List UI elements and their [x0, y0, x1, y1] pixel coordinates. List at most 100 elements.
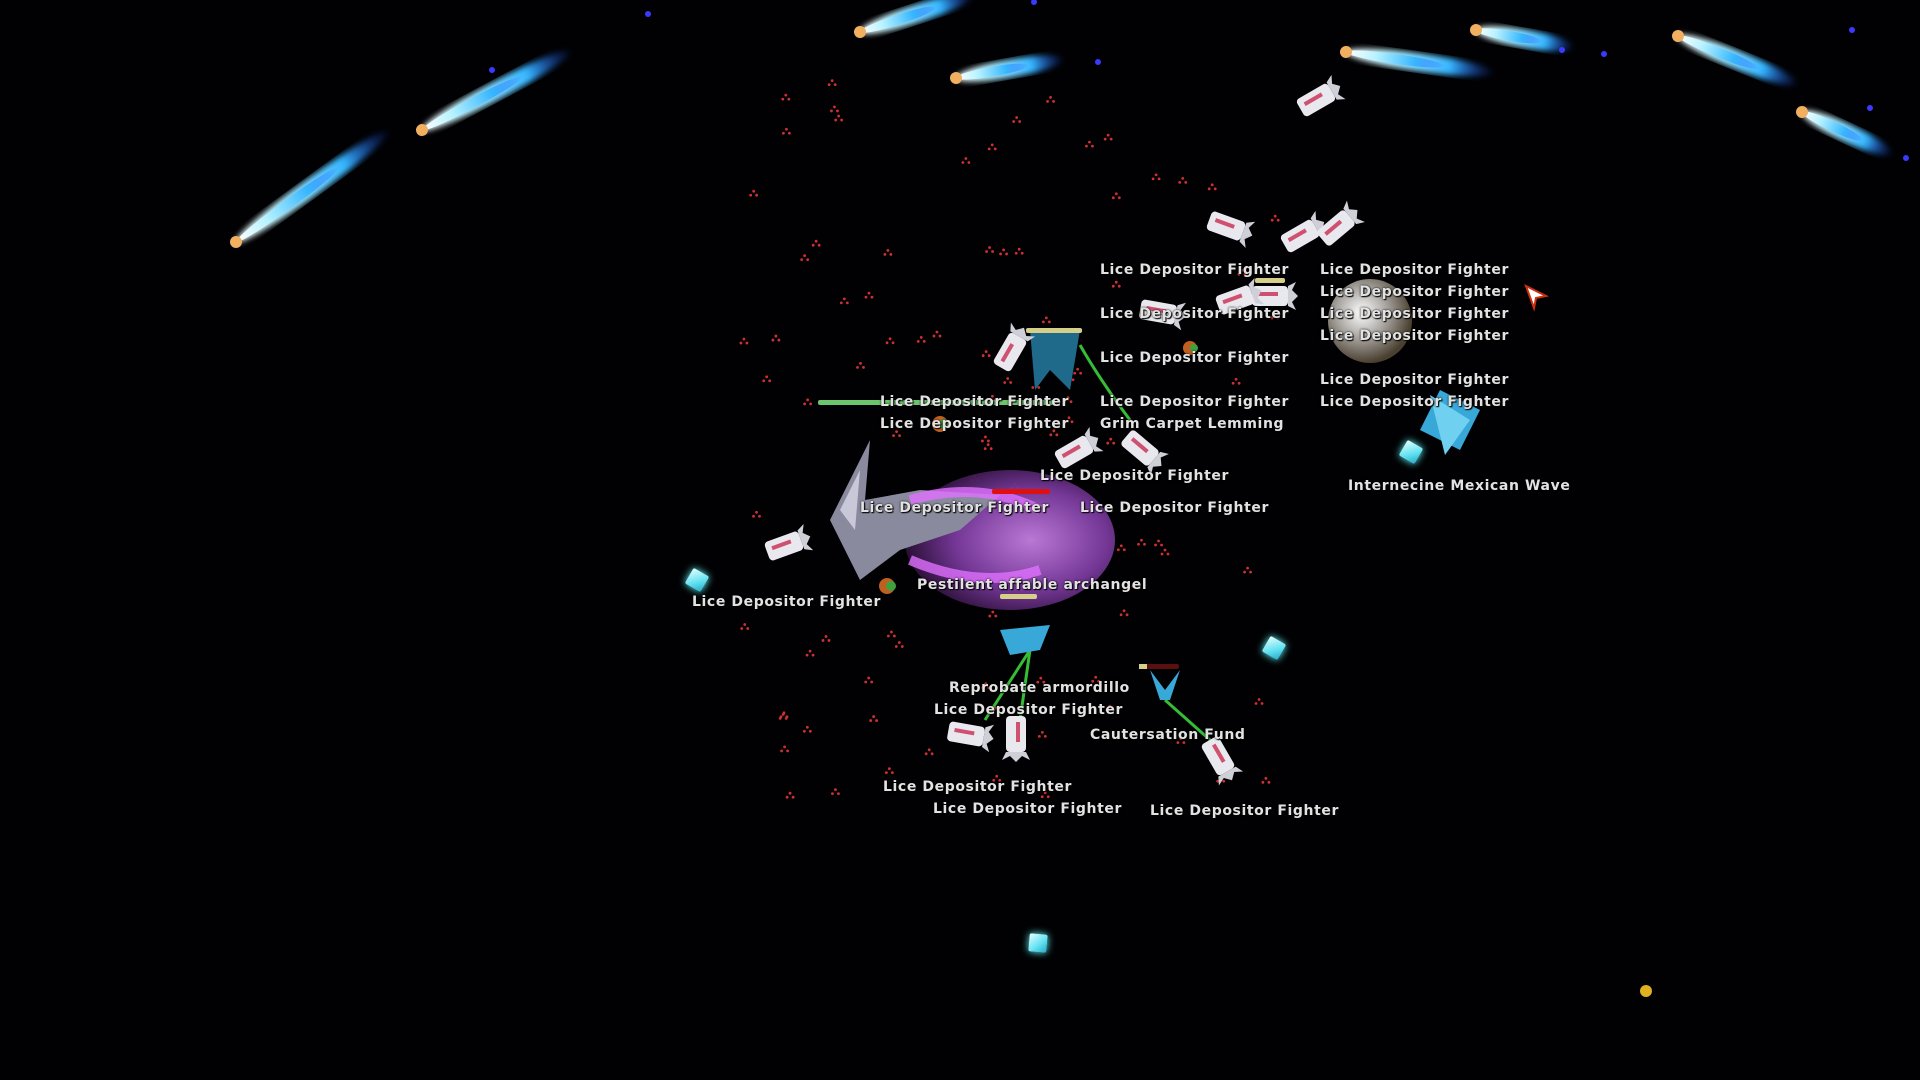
- lice-particle: [1069, 400, 1073, 404]
- lice-particle: [867, 676, 871, 680]
- lice-particle: [887, 767, 891, 771]
- lice-particle: [1154, 173, 1158, 177]
- entity-label-internecine-mexican-wave[interactable]: Internecine Mexican Wave: [1348, 478, 1571, 494]
- entity-label[interactable]: Lice Depositor Fighter: [1040, 468, 1230, 484]
- lice-particle: [1079, 371, 1083, 375]
- lice-particle: [1273, 214, 1277, 218]
- entity-label[interactable]: Lice Depositor Fighter: [1100, 350, 1290, 366]
- lice-particle: [967, 161, 971, 164]
- entity-label[interactable]: Lice Depositor Fighter: [1320, 262, 1510, 278]
- lice-particle: [780, 749, 783, 753]
- lice-particle: [892, 434, 895, 437]
- lice-particle: [1040, 795, 1044, 799]
- entity-label[interactable]: Lice Depositor Fighter: [692, 594, 882, 610]
- lice-particle: [1111, 708, 1115, 712]
- lice-particle: [771, 338, 775, 342]
- lice-particle: [827, 83, 831, 87]
- entity-label[interactable]: Lice Depositor Fighter: [880, 416, 1070, 432]
- entity-label[interactable]: Lice Depositor Fighter: [1150, 803, 1340, 819]
- entity-label[interactable]: Lice Depositor Fighter: [1320, 306, 1510, 322]
- comet-projectile: [1672, 30, 1799, 87]
- lice-particle: [1076, 367, 1080, 371]
- lice-particle: [994, 614, 998, 618]
- entity-label-grim-carpet-lemming[interactable]: Grim Carpet Lemming: [1100, 416, 1285, 432]
- lice-particle: [862, 365, 865, 369]
- lice-particle: [1091, 144, 1094, 148]
- lice-particle: [1137, 542, 1140, 546]
- lice-particle: [1044, 316, 1048, 320]
- star-dot: [1903, 155, 1909, 161]
- lice-particle: [867, 291, 871, 295]
- lice-particle: [990, 143, 994, 147]
- lice-particle: [1106, 441, 1110, 445]
- lice-particle: [1009, 381, 1013, 384]
- lice-particle: [1109, 437, 1113, 441]
- lice-particle: [1116, 548, 1120, 552]
- lice-particle: [785, 127, 788, 131]
- entity-label[interactable]: Lice Depositor Fighter: [1320, 284, 1510, 300]
- lice-particle: [834, 118, 838, 122]
- entity-label[interactable]: Lice Depositor Fighter: [1100, 306, 1290, 322]
- entity-label[interactable]: Lice Depositor Fighter: [1320, 372, 1510, 388]
- lice-particle: [935, 330, 939, 334]
- lice-particle: [765, 375, 769, 379]
- lice-particle: [1020, 251, 1024, 255]
- entity-label[interactable]: Lice Depositor Fighter: [880, 394, 1070, 410]
- lice-particle: [1018, 120, 1022, 123]
- lice-particle: [981, 686, 985, 690]
- entity-label[interactable]: Lice Depositor Fighter: [933, 801, 1123, 817]
- lice-particle: [984, 682, 988, 686]
- lice-particle: [1003, 381, 1007, 384]
- lice-particle: [1216, 779, 1220, 783]
- lice-particle: [743, 623, 747, 626]
- entity-label[interactable]: Lice Depositor Fighter: [1080, 500, 1270, 516]
- shield-bar: [1026, 328, 1082, 333]
- lice-particle: [991, 250, 994, 253]
- entity-label[interactable]: Lice Depositor Fighter: [883, 779, 1073, 795]
- entity-label-cautersation-fund[interactable]: Cautersation Fund: [1090, 727, 1246, 743]
- lice-particle: [885, 341, 889, 345]
- entity-label[interactable]: Lice Depositor Fighter: [1100, 262, 1290, 278]
- lice-particle: [1154, 543, 1157, 547]
- entity-label[interactable]: Lice Depositor Fighter: [1320, 394, 1510, 410]
- lice-particle: [875, 719, 879, 722]
- lice-particle: [1157, 539, 1160, 543]
- entity-label-reprobate-armordillo[interactable]: Reprobate armordillo: [949, 680, 1130, 696]
- lice-particle: [1184, 180, 1188, 184]
- lice-particle: [830, 109, 833, 113]
- lice-particle: [916, 339, 920, 343]
- star-dot: [1559, 47, 1565, 53]
- lice-particle: [800, 258, 804, 262]
- entity-label-pestilent-affable-archangel[interactable]: Pestilent affable archangel: [917, 577, 1148, 593]
- lice-particle: [1237, 381, 1241, 385]
- lice-particle: [1037, 386, 1041, 389]
- lice-particle: [870, 295, 874, 299]
- lice-particle: [1179, 737, 1183, 741]
- lice-particle: [768, 379, 772, 383]
- shield-bar-archangel: [1000, 594, 1037, 599]
- lice-particle: [1040, 730, 1044, 734]
- lice-particle: [755, 193, 759, 197]
- lice-particle: [834, 788, 837, 792]
- lice-particle: [1108, 704, 1112, 708]
- lice-particle: [864, 295, 868, 299]
- lice-particle: [1036, 680, 1040, 684]
- lice-particle: [981, 354, 985, 357]
- star-dot: [1867, 105, 1873, 111]
- entity-label[interactable]: Lice Depositor Fighter: [860, 500, 1050, 516]
- lice-particle: [987, 439, 990, 443]
- crystal-pickup[interactable]: [1028, 933, 1048, 953]
- blue-ships: [1000, 330, 1480, 700]
- lice-depositor-fighter-ship: [993, 322, 1036, 372]
- lice-particle: [884, 771, 888, 775]
- lice-particle: [1119, 544, 1123, 548]
- lice-particle: [890, 771, 894, 775]
- lice-particle: [991, 394, 994, 398]
- star-dot: [1095, 59, 1101, 65]
- entity-label[interactable]: Lice Depositor Fighter: [1100, 394, 1290, 410]
- entity-label[interactable]: Lice Depositor Fighter: [1320, 328, 1510, 344]
- lice-particle: [1002, 248, 1005, 252]
- lice-particle: [1109, 137, 1113, 141]
- entity-label[interactable]: Lice Depositor Fighter: [934, 702, 1124, 718]
